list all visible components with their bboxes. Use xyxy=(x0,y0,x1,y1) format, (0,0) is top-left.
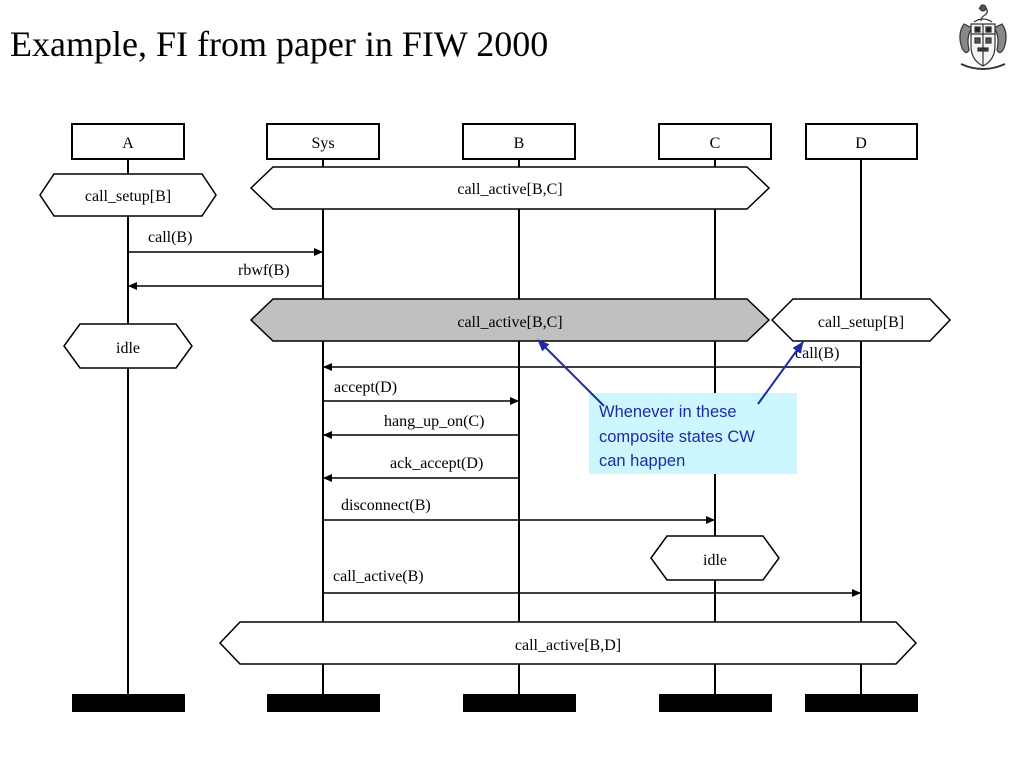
message-disconnect-sys-to-c: disconnect(B) xyxy=(323,497,715,524)
note-box xyxy=(589,393,797,474)
instance-end-c xyxy=(659,694,772,712)
note-line-3: can happen xyxy=(599,452,685,470)
message-ack-accept-b-to-sys: ack_accept(D) xyxy=(323,455,519,482)
condition-call-setup-a: call_setup[B] xyxy=(39,173,217,217)
instance-head-a: A xyxy=(71,123,185,160)
message-label: rbwf(B) xyxy=(238,262,290,279)
note-line-1: Whenever in these xyxy=(599,403,737,421)
instance-end-b xyxy=(463,694,576,712)
instance-label-d: D xyxy=(855,135,867,152)
condition-label: call_active[B,C] xyxy=(457,181,562,198)
message-label: call(B) xyxy=(795,345,839,362)
instance-head-c: C xyxy=(658,123,772,160)
note-arrow-to-call-setup-d xyxy=(757,341,804,405)
condition-call-active-bd: call_active[B,D] xyxy=(218,621,918,665)
instance-label-c: C xyxy=(710,135,721,152)
condition-label: idle xyxy=(116,340,140,357)
instance-label-a: A xyxy=(122,135,134,152)
message-label: disconnect(B) xyxy=(341,497,431,514)
message-call-a-to-sys: call(B) xyxy=(128,229,323,256)
instance-label-sys: Sys xyxy=(311,135,334,152)
message-call-d-to-sys: call(B) xyxy=(323,345,861,371)
heraldic-crest-icon xyxy=(959,4,1007,70)
condition-label: call_active[B,D] xyxy=(515,637,621,654)
message-label: accept(D) xyxy=(334,379,397,396)
message-rbwf-sys-to-a: rbwf(B) xyxy=(128,262,323,290)
instance-label-b: B xyxy=(514,135,525,152)
condition-label: call_active[B,C] xyxy=(457,314,562,331)
message-label: call(B) xyxy=(148,229,192,246)
condition-idle-a: idle xyxy=(63,323,193,369)
instance-head-sys: Sys xyxy=(266,123,380,160)
note-line-2: composite states CW xyxy=(599,428,755,446)
message-hang-up-b-to-sys: hang_up_on(C) xyxy=(323,413,519,439)
condition-call-active-bc-highlighted: call_active[B,C] xyxy=(249,298,771,342)
annotation-note: Whenever in these composite states CW ca… xyxy=(537,339,804,474)
message-label: hang_up_on(C) xyxy=(384,413,484,430)
instance-head-b: B xyxy=(462,123,576,160)
instance-end-a xyxy=(72,694,185,712)
message-label: ack_accept(D) xyxy=(390,455,483,472)
note-arrow-to-highlighted-state xyxy=(537,339,605,407)
instance-head-d: D xyxy=(805,123,918,160)
message-call-active-sys-to-d: call_active(B) xyxy=(323,568,861,597)
condition-call-active-bc-top: call_active[B,C] xyxy=(249,166,771,210)
instance-end-sys xyxy=(267,694,380,712)
message-label: call_active(B) xyxy=(333,568,424,585)
condition-label: call_setup[B] xyxy=(85,188,171,205)
slide-title: Example, FI from paper in FIW 2000 xyxy=(10,24,549,64)
message-accept-sys-to-b: accept(D) xyxy=(323,379,519,405)
condition-idle-c: idle xyxy=(650,535,780,581)
condition-call-setup-d: call_setup[B] xyxy=(770,298,952,342)
condition-label: idle xyxy=(703,552,727,569)
instance-end-d xyxy=(805,694,918,712)
condition-label: call_setup[B] xyxy=(818,314,904,331)
